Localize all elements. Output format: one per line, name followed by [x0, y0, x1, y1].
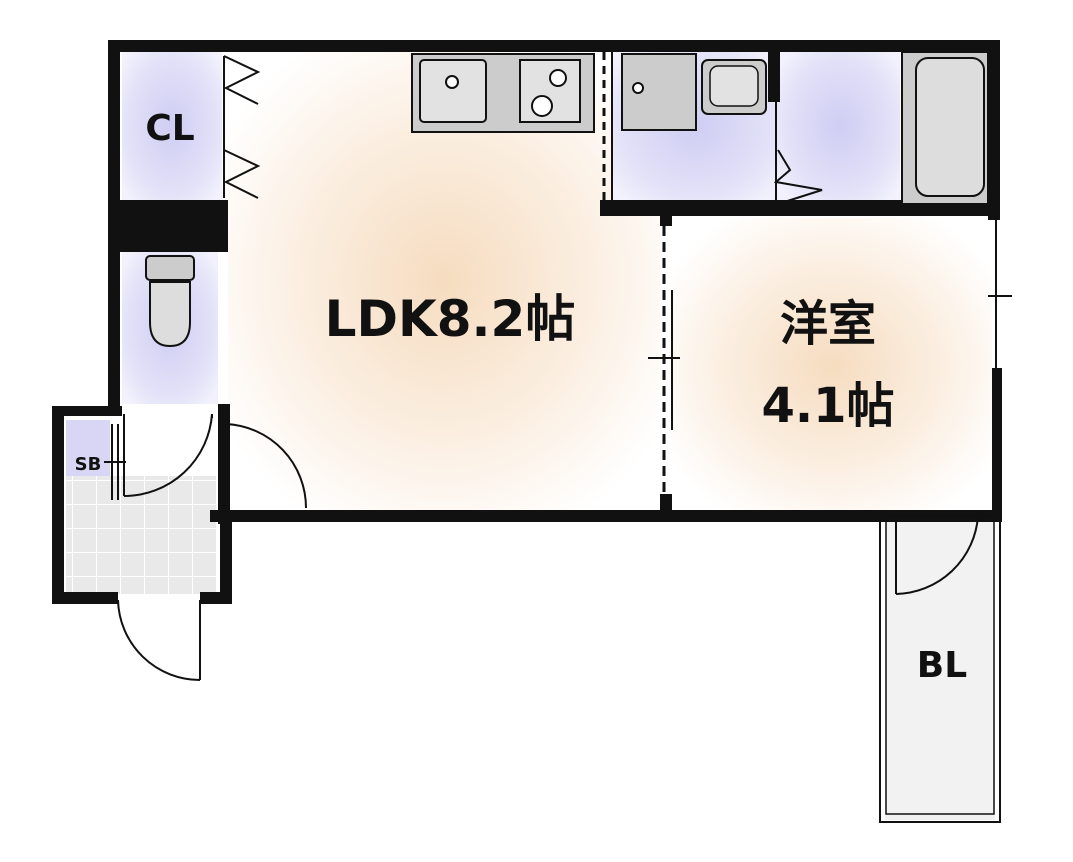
- toilet-icon: [145, 255, 195, 348]
- western-room-name: 洋室: [780, 296, 876, 352]
- closet-label: CL: [145, 108, 194, 149]
- balcony-label: BL: [917, 645, 967, 686]
- ldk-label: LDK8.2帖: [325, 290, 576, 348]
- shoe-box-door[interactable]: [104, 424, 126, 500]
- inner-entrance-door[interactable]: [123, 413, 213, 498]
- bathroom-door[interactable]: [773, 102, 823, 205]
- ldk-door[interactable]: [225, 423, 308, 509]
- balcony: [879, 515, 1001, 823]
- balcony-floor: [885, 520, 995, 820]
- western-room-size: 4.1帖: [761, 378, 894, 434]
- western-room-floor: [672, 218, 992, 514]
- bathroom-floor: [780, 50, 900, 202]
- washbasin-icon: [701, 59, 767, 115]
- closet-floor: [122, 50, 222, 202]
- front-door[interactable]: [117, 599, 201, 681]
- bathtub-icon: [901, 51, 989, 205]
- shoe-box-label: SB: [75, 454, 102, 475]
- walls: [52, 40, 1002, 604]
- entrance-floor: [66, 476, 216, 594]
- washing-machine-icon: [621, 53, 697, 131]
- stove-icon: [519, 59, 581, 123]
- partitions: [602, 52, 1012, 494]
- closet-doors[interactable]: [223, 55, 261, 199]
